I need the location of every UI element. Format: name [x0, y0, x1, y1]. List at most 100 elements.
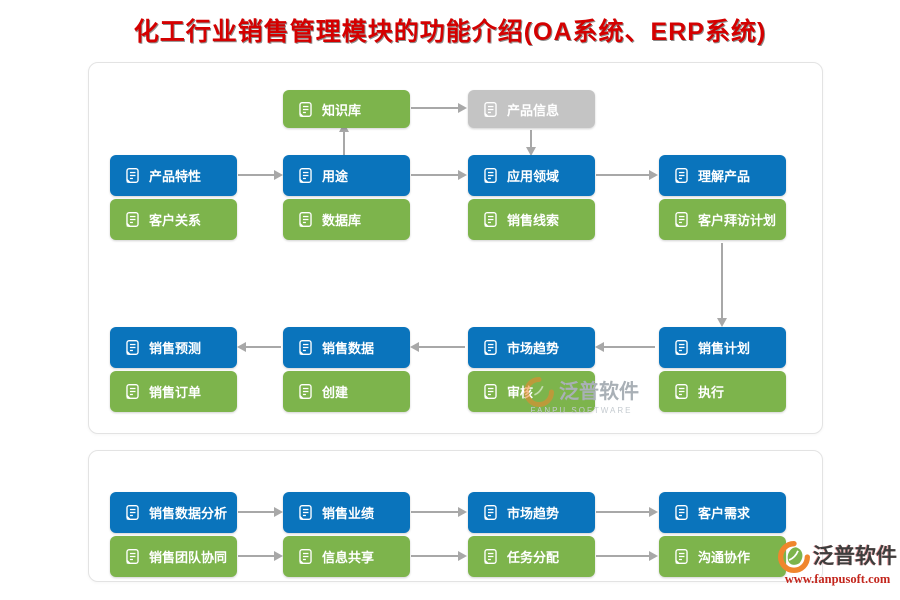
node-label: 销售计划 — [698, 341, 751, 356]
watermark-brand: 泛普软件 — [813, 544, 897, 568]
document-icon — [482, 339, 499, 356]
node-product-feature: 产品特性 — [110, 155, 237, 196]
arrow-sharing-to-task — [411, 551, 467, 561]
document-icon — [124, 167, 141, 184]
arrow-trend-to-demand — [596, 507, 658, 517]
document-icon — [482, 211, 499, 228]
node-application-area: 应用领域 — [468, 155, 595, 196]
node-label: 销售数据 — [322, 341, 375, 356]
arrow-salesplan-to-trend — [595, 342, 655, 352]
document-icon — [482, 101, 499, 118]
arrow-task-to-communication — [596, 551, 658, 561]
node-label: 市场趋势 — [507, 341, 560, 356]
arrow-team-to-sharing — [238, 551, 283, 561]
document-icon — [482, 167, 499, 184]
document-icon — [297, 504, 314, 521]
node-label: 销售订单 — [149, 385, 202, 400]
node-label: 信息共享 — [322, 550, 375, 565]
node-sales-performance: 销售业绩 — [283, 492, 410, 533]
node-label: 产品特性 — [149, 169, 202, 184]
node-understand-product: 理解产品 — [659, 155, 786, 196]
node-label: 理解产品 — [698, 169, 751, 184]
node-label: 应用领域 — [507, 169, 560, 184]
arrow-productinfo-to-application — [526, 130, 536, 156]
document-icon — [124, 548, 141, 565]
document-icon — [482, 504, 499, 521]
arrow-trend-to-salesdata — [410, 342, 465, 352]
document-icon — [297, 211, 314, 228]
node-label: 销售预测 — [149, 341, 202, 356]
node-usage: 用途 — [283, 155, 410, 196]
document-icon — [297, 548, 314, 565]
watermark-caption: FANPU SOFTWARE — [530, 406, 633, 415]
document-icon — [297, 339, 314, 356]
node-customer-demand: 客户需求 — [659, 492, 786, 533]
document-icon — [673, 504, 690, 521]
watermark-url: www.fanpusoft.com — [784, 572, 891, 586]
watermark-brand: 泛普软件 — [559, 380, 639, 403]
document-icon — [124, 383, 141, 400]
node-label: 创建 — [322, 385, 349, 400]
node-label: 市场趋势 — [507, 506, 560, 521]
node-market-trend-2: 市场趋势 — [468, 492, 595, 533]
node-label: 产品信息 — [507, 102, 560, 118]
node-sales-lead: 销售线索 — [468, 199, 595, 240]
arrow-salesdata-to-forecast — [237, 342, 281, 352]
node-label: 客户关系 — [149, 213, 202, 228]
node-label: 数据库 — [322, 213, 362, 228]
document-icon — [673, 167, 690, 184]
node-sales-order: 销售订单 — [110, 371, 237, 412]
node-execute: 执行 — [659, 371, 786, 412]
document-icon — [297, 101, 314, 118]
document-icon — [297, 383, 314, 400]
node-market-trend: 市场趋势 — [468, 327, 595, 368]
document-icon — [673, 548, 690, 565]
watermark-center: 泛普软件 FANPU SOFTWARE — [524, 377, 639, 415]
arrow-application-to-understand — [596, 170, 658, 180]
document-icon — [124, 211, 141, 228]
document-icon — [124, 339, 141, 356]
node-create: 创建 — [283, 371, 410, 412]
document-icon — [673, 383, 690, 400]
fanpu-logo-icon — [778, 541, 810, 573]
node-label: 沟通协作 — [698, 550, 751, 565]
document-icon — [482, 548, 499, 565]
node-label: 客户需求 — [698, 506, 751, 521]
arrow-analysis-to-performance — [238, 507, 283, 517]
node-label: 知识库 — [322, 102, 362, 118]
node-sales-team-collaboration: 销售团队协同 — [110, 536, 237, 577]
document-icon — [124, 504, 141, 521]
node-task-assignment: 任务分配 — [468, 536, 595, 577]
document-icon — [482, 383, 499, 400]
node-label: 客户拜访计划 — [698, 213, 777, 228]
node-label: 用途 — [322, 169, 349, 184]
node-label: 销售数据分析 — [149, 506, 228, 521]
node-sales-data: 销售数据 — [283, 327, 410, 368]
arrow-visitplan-to-salesplan — [717, 243, 727, 327]
document-icon — [297, 167, 314, 184]
node-communication-collaboration: 沟通协作 — [659, 536, 786, 577]
document-icon — [673, 339, 690, 356]
node-sales-forecast: 销售预测 — [110, 327, 237, 368]
node-label: 执行 — [698, 385, 725, 400]
node-label: 任务分配 — [507, 550, 560, 565]
watermark-corner: 泛普软件 www.fanpusoft.com — [778, 541, 897, 587]
page-title: 化工行业销售管理模块的功能介绍(OA系统、ERP系统) — [133, 18, 767, 46]
node-information-sharing: 信息共享 — [283, 536, 410, 577]
node-sales-data-analysis: 销售数据分析 — [110, 492, 237, 533]
fanpu-logo-icon — [524, 377, 554, 407]
node-label: 销售团队协同 — [149, 550, 228, 565]
arrow-knowledge-to-productinfo — [411, 103, 467, 113]
node-product-info: 产品信息 — [468, 90, 595, 128]
arrow-usage-to-knowledge — [339, 123, 349, 155]
arrow-usage-to-application — [411, 170, 467, 180]
arrow-feature-to-usage — [238, 170, 283, 180]
node-sales-plan: 销售计划 — [659, 327, 786, 368]
arrow-performance-to-trend — [411, 507, 467, 517]
node-customer-relation: 客户关系 — [110, 199, 237, 240]
node-label: 销售业绩 — [322, 506, 375, 521]
node-database: 数据库 — [283, 199, 410, 240]
document-icon — [673, 211, 690, 228]
node-customer-visit-plan: 客户拜访计划 — [659, 199, 786, 240]
